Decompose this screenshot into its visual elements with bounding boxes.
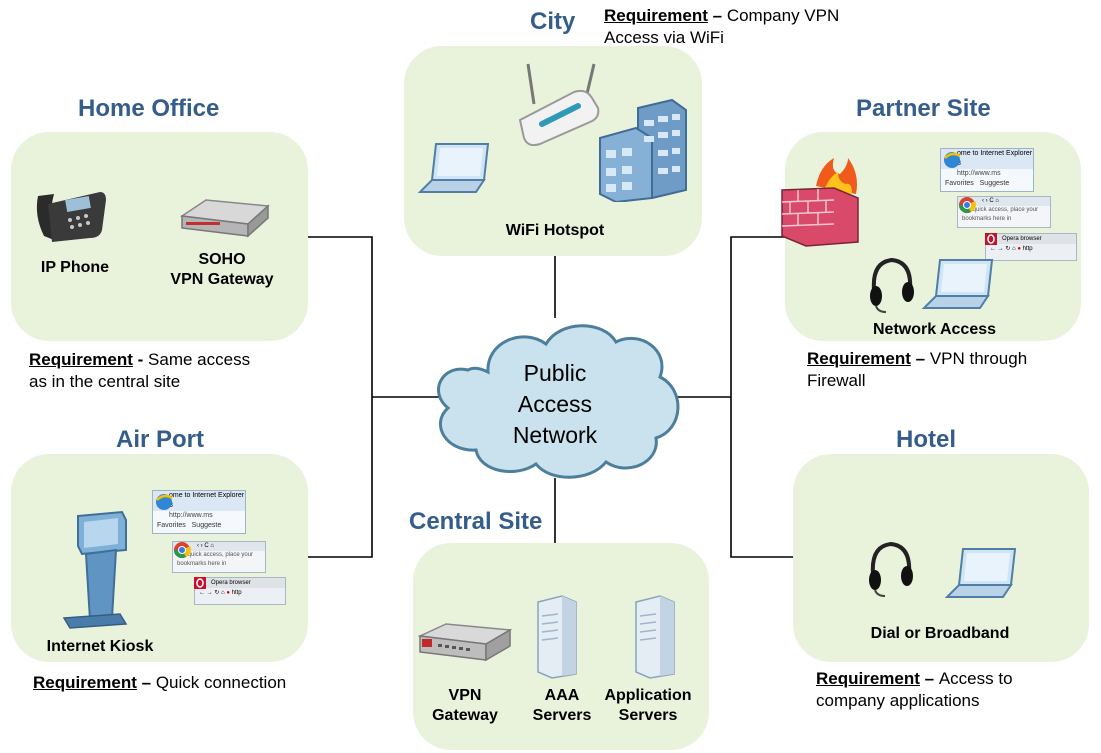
city-requirement: Requirement – Company VPN Access via WiF…	[604, 6, 840, 47]
home-office-requirement: Requirement - Same access as in the cent…	[29, 350, 251, 391]
application-server-icon	[635, 595, 675, 679]
air-port-title: Air Port	[116, 426, 205, 453]
laptop-icon	[418, 143, 490, 193]
hotel-requirement: Requirement – Access to company applicat…	[816, 669, 1013, 710]
headset-icon	[870, 257, 914, 313]
left-connector	[308, 236, 373, 558]
ie-logo-icon	[156, 494, 173, 510]
internet-kiosk-label: Internet Kiosk	[46, 638, 154, 655]
right-connector	[730, 236, 793, 558]
soho-gateway-label: SOHO VPN Gateway	[170, 251, 274, 288]
chrome-browser-window: ‹ › C ⌂ For quick access, place your boo…	[957, 196, 1051, 228]
network-access-label: Network Access	[872, 321, 997, 338]
ip-phone-label: IP Phone	[40, 259, 110, 276]
opera-logo-icon	[985, 233, 997, 245]
headset-icon	[869, 541, 913, 597]
aaa-servers-label: AAA Servers	[532, 687, 592, 724]
home-office-title: Home Office	[78, 95, 220, 122]
air-port-requirement: Requirement – Quick connection	[33, 673, 287, 692]
ie-browser-window: ome to Internet Explorer 8 http://www.ms…	[152, 490, 246, 534]
dial-or-broadband-label: Dial or Broadband	[870, 625, 1010, 642]
chrome-logo-icon	[958, 197, 976, 214]
vpn-gateway-label: VPN Gateway	[432, 687, 498, 724]
hotel-title: Hotel	[896, 426, 956, 453]
city-title: City	[530, 8, 576, 35]
ie-browser-window: ome to Internet Explorer 8 http://www.ms…	[940, 148, 1034, 192]
ie-logo-icon	[944, 152, 961, 168]
firewall-icon	[781, 158, 859, 247]
soho-gateway-icon	[179, 199, 270, 238]
opera-browser-window: Opera browser ← → ↻ ⌂ ● http	[194, 577, 286, 605]
wifi-access-point-icon	[518, 63, 600, 146]
cloud-label: Public Access Network	[512, 360, 598, 448]
partner-site-title: Partner Site	[856, 95, 991, 122]
opera-browser-window: Opera browser ← → ↻ ⌂ ● http	[985, 233, 1077, 261]
chrome-logo-icon	[173, 542, 191, 559]
ip-phone-icon	[36, 192, 106, 242]
internet-kiosk-icon	[62, 510, 128, 629]
aaa-server-icon	[537, 595, 577, 679]
central-site-title: Central Site	[409, 508, 543, 535]
wifi-hotspot-label: WiFi Hotspot	[505, 222, 605, 239]
laptop-icon	[922, 259, 994, 309]
vpn-gateway-icon	[418, 623, 512, 662]
laptop-icon	[945, 548, 1017, 598]
opera-logo-icon	[194, 577, 206, 589]
application-servers-label: Application Servers	[604, 687, 692, 724]
partner-site-requirement: Requirement – VPN through Firewall	[807, 349, 1028, 390]
hotel-box	[793, 454, 1089, 662]
cloud-icon	[437, 324, 680, 479]
office-building-icon	[599, 98, 687, 202]
